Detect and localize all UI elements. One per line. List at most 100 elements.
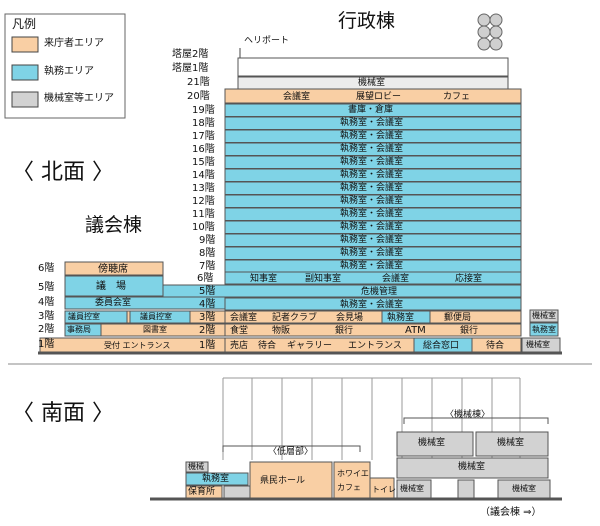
penthouse-outline <box>237 57 509 77</box>
room-6-reception: 応接室 <box>455 274 483 284</box>
gyosei-tower <box>162 76 522 353</box>
floor-room-label: 執務室・会議室 <box>340 131 404 141</box>
floor-room-label: 執務室・会議室 <box>340 157 404 167</box>
gikai-room-committee: 委員会室 <box>95 298 132 308</box>
floor-label-ph2: 塔屋2階 <box>172 49 209 60</box>
legend-label-office: 執務エリア <box>44 66 94 77</box>
south-room-machine-e: 機械室 <box>512 484 536 493</box>
office-floor-stack <box>224 103 522 273</box>
floor-room-label: 執務室・会議室 <box>340 222 404 232</box>
north-heading: 〈 北面 〉 <box>12 160 114 185</box>
gikai-label-5: 5階 <box>38 282 55 293</box>
south-machine-building-label: 〈機械棟〉 <box>445 410 491 420</box>
gikai-label-6: 6階 <box>38 263 55 274</box>
south-room-foyer: ホワイエ <box>337 469 369 478</box>
floor-room-label: 執務室・会議室 <box>340 196 404 206</box>
gikai-room-gallery: 傍聴席 <box>98 264 128 275</box>
room-2-bank-b: 銀行 <box>460 326 479 336</box>
legend-swatch-office <box>11 64 39 81</box>
floor-room-label: 執務室・会議室 <box>340 183 404 193</box>
room-20-cafe: カフェ <box>443 92 471 102</box>
room-3-office: 執務室 <box>387 313 415 323</box>
south-room-hall: 県民ホール <box>260 476 306 486</box>
south-room-machine-c: 機械室 <box>458 462 486 472</box>
gikai-label-1: 1階 <box>38 339 55 350</box>
room-5-crisis: 危機管理 <box>361 287 398 297</box>
floor-label-2: 2階 <box>199 325 216 336</box>
floor-label: 12階 <box>192 196 215 207</box>
floor-3-office <box>381 310 431 324</box>
legend <box>4 13 126 119</box>
room-4-office: 執務室・会議室 <box>340 300 404 310</box>
floor-label: 16階 <box>192 144 215 155</box>
room-1-entrance: エントランス <box>348 341 402 351</box>
floor-room-label: 執務室・会議室 <box>340 235 404 245</box>
gikai-room-member-a: 議員控室 <box>68 312 100 321</box>
south-heading: 〈 南面 〉 <box>12 401 114 426</box>
gikai-room-library: 図書室 <box>143 325 167 334</box>
annex-machine-3f: 機械室 <box>532 311 556 320</box>
room-3-conference: 会見場 <box>336 313 364 323</box>
room-1-gallery: ギャラリー <box>287 341 333 351</box>
floor-label-ph1: 塔屋1階 <box>172 63 209 74</box>
floor-room-label: 執務室・会議室 <box>340 144 404 154</box>
floor-label: 10階 <box>192 222 215 233</box>
room-3-press: 記者クラブ <box>272 313 318 323</box>
south-room-cafe: カフェ <box>337 483 361 492</box>
gikai-building <box>39 261 226 353</box>
floor-label-4: 4階 <box>199 299 216 310</box>
rooftop-equipment-icon <box>477 13 503 51</box>
floor-label: 17階 <box>192 131 215 142</box>
annex-machine-1f: 機械室 <box>526 340 550 349</box>
floor-room-label: 執務室・会議室 <box>340 118 404 128</box>
gikai-floor-5 <box>64 275 164 297</box>
annex-office-2f: 執務室 <box>532 325 556 334</box>
room-20-meeting: 会議室 <box>283 92 311 102</box>
gyosei-title: 行政棟 <box>338 10 396 32</box>
floor-label-5: 5階 <box>199 286 216 297</box>
room-2-bank-a: 銀行 <box>335 326 354 336</box>
room-1-store: 売店 <box>230 341 249 351</box>
gikai-room-entrance: 受付 エントランス <box>104 341 171 350</box>
floor-label: 14階 <box>192 170 215 181</box>
legend-swatch-machine <box>11 91 39 108</box>
room-21-machine: 機械室 <box>358 78 386 88</box>
floor-label: 11階 <box>192 209 215 220</box>
gikai-label-2: 2階 <box>38 324 55 335</box>
room-1-wait-b: 待合 <box>486 341 505 351</box>
south-room-machine-a: 機械室 <box>418 438 446 448</box>
legend-label-visitor: 来庁者エリア <box>44 38 104 49</box>
gikai-room-office: 事務局 <box>67 325 91 334</box>
room-3-meeting: 会議室 <box>230 313 258 323</box>
floor-label-3: 3階 <box>199 312 216 323</box>
floor-label-21: 21階 <box>187 77 210 88</box>
floor-20-band <box>224 88 522 104</box>
floor-room-label: 執務室・会議室 <box>340 209 404 219</box>
room-2-atm: ATM <box>405 325 426 336</box>
floor-6-band <box>224 271 522 285</box>
floor-label: 8階 <box>199 248 216 259</box>
south-room-machine-b: 機械室 <box>497 438 525 448</box>
floor-room-label: 執務室・会議室 <box>340 248 404 258</box>
floor-3-band <box>224 310 522 324</box>
floor-label-20: 20階 <box>187 91 210 102</box>
room-1-counter: 総合窓口 <box>423 341 460 351</box>
floor-label: 13階 <box>192 183 215 194</box>
room-6-meeting: 会議室 <box>382 274 410 284</box>
south-gikai-arrow: （議会棟 ⇒） <box>480 507 542 518</box>
legend-title: 凡例 <box>12 17 37 31</box>
room-2-shop: 物販 <box>272 326 291 336</box>
south-room-machine-d: 機械室 <box>400 484 424 493</box>
legend-swatch-visitor <box>11 36 39 53</box>
south-elevation <box>150 377 562 501</box>
gikai-label-3: 3階 <box>38 311 55 322</box>
legend-label-machine: 機械室等エリア <box>44 93 114 104</box>
gikai-room-assembly: 議 場 <box>96 281 126 292</box>
room-1-wait-a: 待合 <box>258 341 277 351</box>
floor-label-6: 6階 <box>197 273 214 284</box>
room-20-lobby: 展望ロビー <box>356 92 402 102</box>
gikai-title: 議会棟 <box>85 214 143 236</box>
south-room-nursery: 保育所 <box>188 487 216 497</box>
